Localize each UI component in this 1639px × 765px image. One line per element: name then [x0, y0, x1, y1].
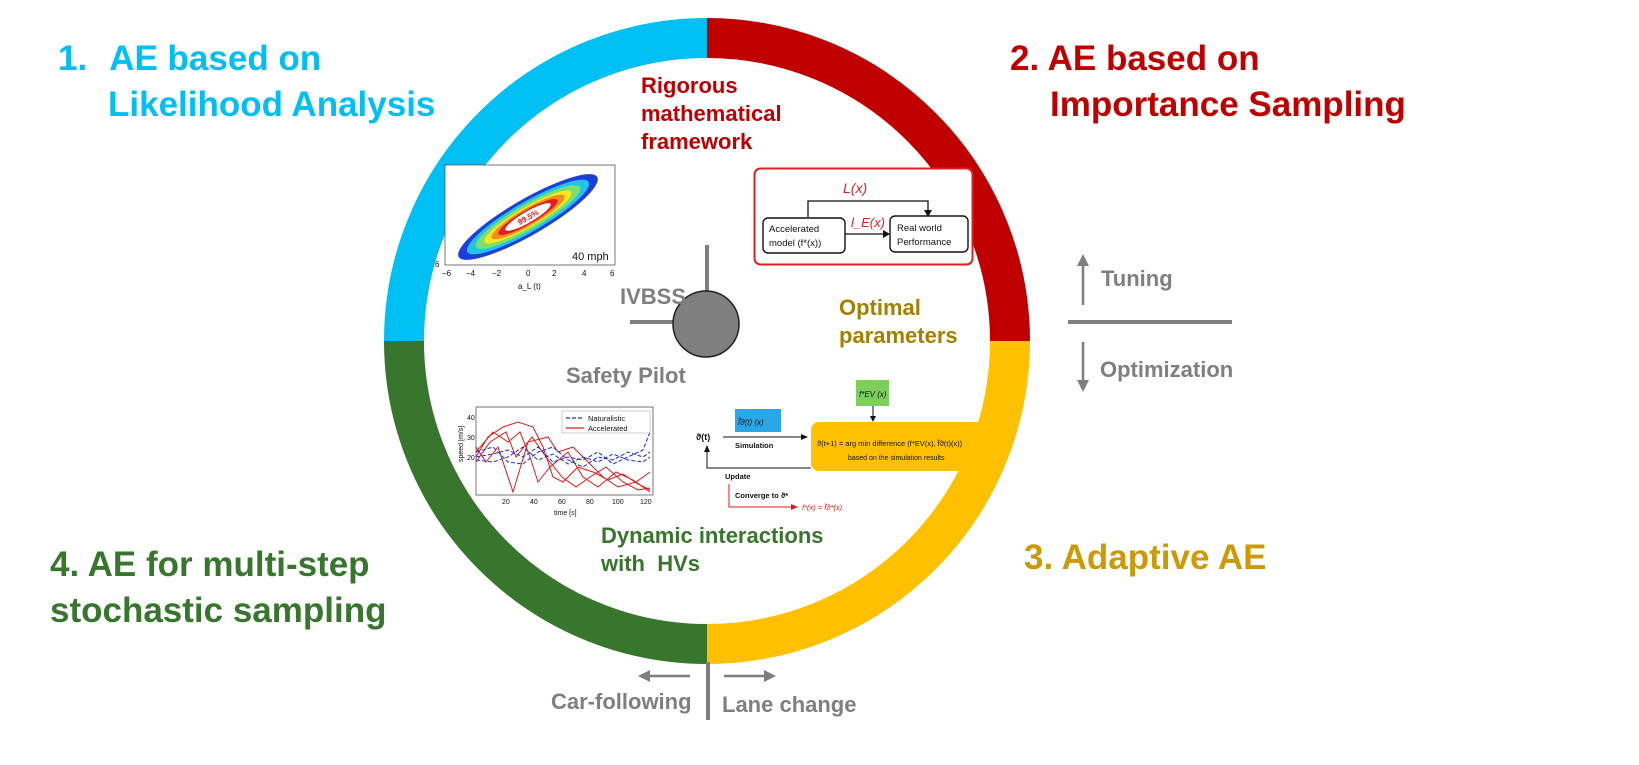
x-tick: 80 — [586, 499, 594, 506]
ellipse-x-label: a_L (t) — [518, 282, 541, 291]
final-formula: f*(x) = f̃ϑ*(x) — [802, 503, 843, 512]
x-tick: −4 — [466, 269, 476, 278]
car-following-label: Car-following — [551, 689, 692, 714]
q3-title: 3. Adaptive AE — [1024, 538, 1267, 577]
speed-y-label: speed [m/s] — [458, 426, 465, 462]
legend-naturalistic-label: Naturalistic — [588, 414, 625, 423]
naturalistic-line-3 — [475, 446, 651, 468]
ellipse-contour-plot: 99.5% 40 mph 6 −6 −4 −2 0 2 4 6 a_L (t) — [435, 164, 616, 291]
x-tick: 60 — [558, 499, 566, 506]
is-lx-label: L(x) — [843, 180, 867, 196]
accelerated-line-2 — [475, 431, 651, 493]
f-ev-arrow-head — [870, 416, 876, 422]
is-real-line2: Performance — [897, 237, 951, 248]
tuning-arrow-up-head — [1077, 254, 1089, 266]
lane-change-label: Lane change — [722, 692, 857, 717]
theta-t-label: ϑ(t) — [696, 432, 710, 442]
optimization-label: Optimization — [1100, 357, 1234, 382]
is-real-world-box — [889, 215, 969, 253]
argmin-label: ϑ(t+1) = arg min difference (f*EV(x), f̃… — [817, 439, 963, 448]
x-tick: 120 — [640, 499, 652, 506]
ring-segment-green — [384, 340, 708, 664]
q4-title: 4. AE for multi-step stochastic sampling — [50, 545, 387, 630]
safety-pilot-label: Safety Pilot — [566, 363, 686, 388]
f-theta-box — [735, 409, 781, 432]
ring-segment-blue — [384, 18, 708, 342]
x-tick: 0 — [526, 269, 531, 278]
y-tick: 40 — [467, 415, 475, 422]
simulation-label: Simulation — [735, 441, 774, 450]
rigorous-framework-label: Rigorous mathematical framework — [641, 73, 782, 154]
accelerated-line-3 — [475, 436, 651, 494]
q1-title: 1.AE based on Likelihood Analysis — [58, 39, 436, 124]
ellipse-speed-label: 40 mph — [572, 251, 609, 263]
x-tick: −6 — [442, 269, 452, 278]
is-top-arrow-head — [924, 210, 932, 217]
y-tick: 30 — [467, 435, 475, 442]
ring-segment-yellow — [706, 340, 1030, 664]
converge-label: Converge to ϑ* — [735, 491, 788, 500]
is-accelerated-box — [762, 217, 846, 254]
naturalistic-lines — [475, 431, 651, 468]
is-top-arrow — [807, 200, 929, 217]
is-accelerated-line2: model (f*(x)) — [769, 238, 821, 249]
x-tick: 100 — [612, 499, 624, 506]
is-mid-arrow-head — [883, 230, 890, 238]
y-tick: 20 — [467, 455, 475, 462]
simulation-arrow-head — [801, 434, 808, 440]
speed-time-series-plot: speed [m/s] 40 30 20 Naturalistic Accele… — [458, 406, 654, 517]
lane-change-arrow-head — [764, 670, 776, 682]
argmin-box — [811, 422, 991, 471]
dynamic-interactions-label: Dynamic interactions with HVs — [601, 523, 824, 576]
x-tick: −2 — [492, 269, 502, 278]
contour-inner-white — [505, 203, 551, 231]
tuning-label: Tuning — [1101, 266, 1173, 291]
importance-sampling-diagram: L(x) Accelerated model (f*(x)) l_E(x) Re… — [753, 167, 974, 266]
ivbss-label: IVBSS — [620, 284, 687, 309]
optimal-parameters-label: Optimal parameters — [839, 295, 958, 348]
q2-title: 2. AE based on Importance Sampling — [1010, 39, 1406, 124]
x-tick: 2 — [552, 269, 557, 278]
accelerated-lines — [475, 421, 651, 494]
speed-x-label: time [s] — [554, 510, 577, 517]
car-following-arrow-head — [638, 670, 650, 682]
legend-accelerated-label: Accelerated — [588, 424, 628, 433]
accelerated-line-1 — [475, 421, 651, 491]
is-le-label: l_E(x) — [851, 215, 885, 230]
update-loop — [706, 450, 811, 469]
is-accelerated-line1: Accelerated — [769, 224, 819, 235]
f-ev-box — [856, 380, 889, 406]
converge-arrow-head — [791, 504, 798, 510]
accelerated-line-4 — [475, 431, 651, 491]
naturalistic-line-1 — [475, 431, 651, 465]
x-tick: 6 — [610, 269, 615, 278]
x-tick: 20 — [502, 499, 510, 506]
update-label: Update — [725, 472, 750, 481]
ring-segment-red — [706, 18, 1030, 342]
is-real-line1: Real world — [897, 223, 942, 234]
x-tick: 4 — [582, 269, 587, 278]
optimization-arrow-down-head — [1077, 380, 1089, 392]
update-loop-head — [704, 445, 710, 452]
converge-arrow — [728, 484, 793, 508]
center-dot — [672, 290, 740, 358]
ellipse-y-tick: 6 — [435, 260, 440, 269]
x-tick: 40 — [530, 499, 538, 506]
f-ev-label: f*EV (x) — [859, 390, 887, 399]
naturalistic-line-2 — [475, 446, 651, 465]
based-on-label: based on the simulation results — [848, 455, 945, 462]
adaptive-loop-diagram: f*EV (x) ϑ(t) f̃ϑ(t) (x) Simulation ϑ(t+… — [696, 380, 991, 512]
f-theta-label: f̃ϑ(t) (x) — [738, 418, 764, 427]
